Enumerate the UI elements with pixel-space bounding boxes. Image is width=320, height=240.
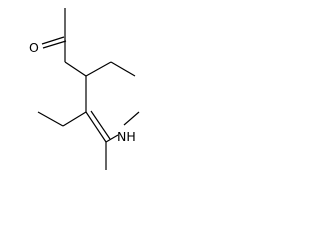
bond-c4-c5-2 [90,110,111,140]
bond-ethyl2-ch2-ch3 [37,111,64,127]
molecule-diagram: O NH [29,8,140,170]
bond-ethyl-ch2-ch3 [110,61,136,77]
bond-carbonyl-c3 [64,61,87,77]
bond-c4-c5-1 [85,111,107,143]
bond-c5-nitrogen [105,134,119,143]
bond-c3-ethyl-ch2 [85,61,112,77]
amine-label: NH [117,129,136,144]
oxygen-label: O [29,40,39,55]
bond-nitrogen-methyl [123,111,140,126]
bond-carbonyl-oxygen-2 [42,40,67,49]
bond-carbonyl-oxygen-1 [41,36,65,45]
bond-c4-ethyl-ch2 [62,111,87,127]
